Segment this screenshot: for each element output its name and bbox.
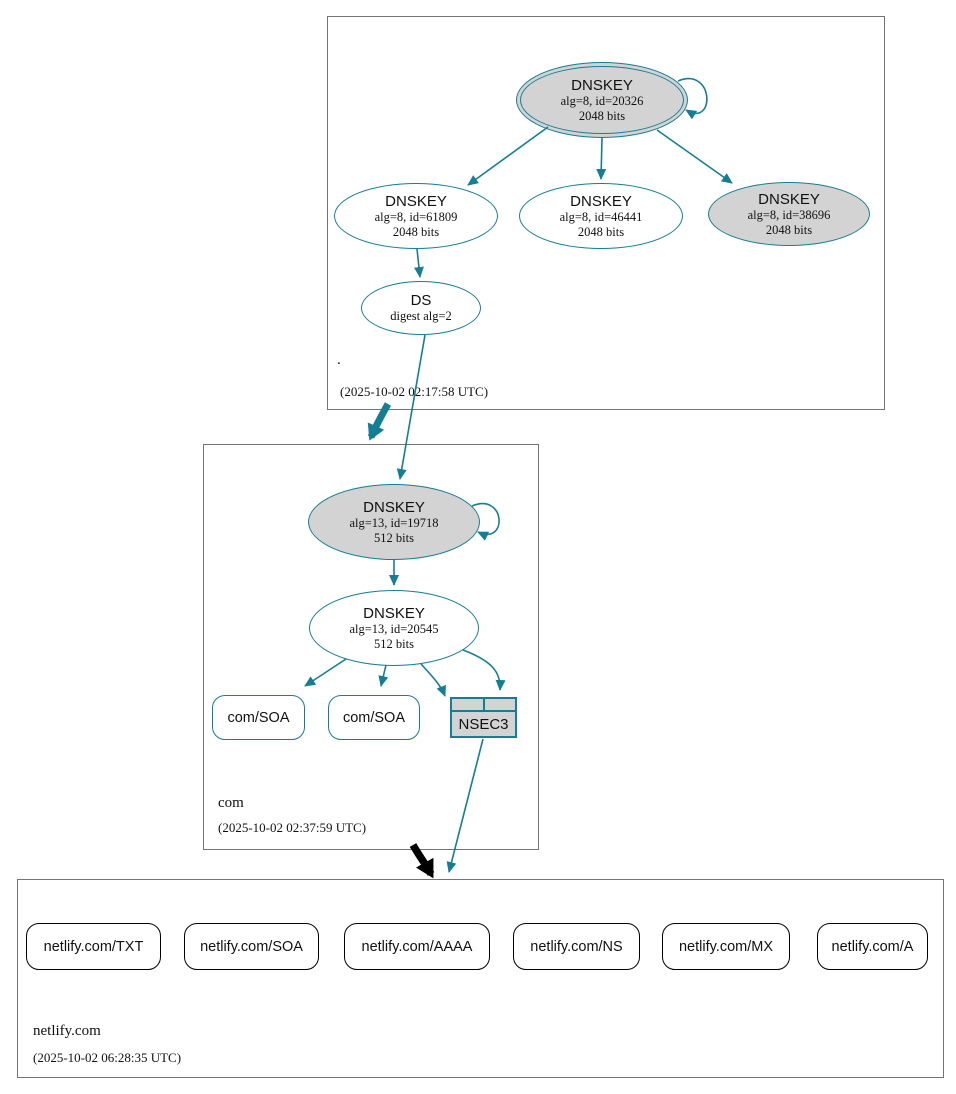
rrset-label: com/SOA bbox=[342, 709, 406, 726]
node-detail: digest alg=2 bbox=[390, 309, 452, 323]
node-title: DNSKEY bbox=[363, 604, 425, 622]
node-detail: alg=8, id=38696 bbox=[747, 207, 831, 222]
root-ksk-dnskey-node[interactable]: DNSKEY alg=8, id=20326 2048 bits bbox=[516, 62, 688, 138]
rrset-label: netlify.com/SOA bbox=[200, 938, 303, 955]
com-ksk-dnskey-node[interactable]: DNSKEY alg=13, id=19718 512 bits bbox=[308, 484, 480, 560]
node-detail: alg=8, id=61809 bbox=[374, 209, 458, 224]
netlify-txt-rrset-node[interactable]: netlify.com/TXT bbox=[26, 923, 161, 970]
rrset-label: netlify.com/MX bbox=[678, 938, 773, 955]
com-soa-rrset-node-1[interactable]: com/SOA bbox=[212, 695, 305, 740]
node-bits: 2048 bits bbox=[765, 222, 813, 237]
root-zone-timestamp: (2025-10-02 02:17:58 UTC) bbox=[340, 384, 489, 399]
node-title: DNSKEY bbox=[385, 192, 447, 210]
root-dnskey-61809-node[interactable]: DNSKEY alg=8, id=61809 2048 bits bbox=[334, 183, 498, 249]
node-bits: 512 bits bbox=[374, 636, 414, 651]
root-ds-node[interactable]: DS digest alg=2 bbox=[361, 281, 481, 335]
netlify-mx-rrset-node[interactable]: netlify.com/MX bbox=[662, 923, 790, 970]
nsec3-header-cells bbox=[452, 699, 515, 712]
rrset-label: netlify.com/AAAA bbox=[361, 938, 473, 955]
node-detail: alg=8, id=20326 bbox=[560, 93, 644, 108]
rrset-label: netlify.com/TXT bbox=[43, 938, 144, 955]
node-title: DNSKEY bbox=[571, 76, 633, 94]
com-zone-timestamp: (2025-10-02 02:37:59 UTC) bbox=[218, 820, 367, 835]
nsec3-cell-left bbox=[452, 699, 485, 710]
com-zone-label: com bbox=[218, 795, 244, 811]
root-dnskey-38696-node[interactable]: DNSKEY alg=8, id=38696 2048 bits bbox=[708, 182, 870, 246]
netlify-ns-rrset-node[interactable]: netlify.com/NS bbox=[513, 923, 640, 970]
root-zone-label: . bbox=[337, 352, 341, 368]
node-title: DNSKEY bbox=[363, 498, 425, 516]
rrset-label: netlify.com/A bbox=[831, 938, 914, 955]
node-bits: 2048 bits bbox=[392, 224, 440, 239]
node-title: DNSKEY bbox=[758, 190, 820, 208]
rrset-label: com/SOA bbox=[227, 709, 290, 726]
netlify-zone-timestamp: (2025-10-02 06:28:35 UTC) bbox=[33, 1050, 182, 1065]
com-zsk-dnskey-node[interactable]: DNSKEY alg=13, id=20545 512 bits bbox=[309, 590, 479, 666]
root-dnskey-46441-node[interactable]: DNSKEY alg=8, id=46441 2048 bits bbox=[519, 183, 683, 249]
node-detail: alg=8, id=46441 bbox=[559, 209, 643, 224]
rrset-label: netlify.com/NS bbox=[530, 938, 623, 955]
com-nsec3-node[interactable]: NSEC3 bbox=[450, 697, 517, 738]
nsec3-cell-right bbox=[484, 699, 515, 710]
com-soa-rrset-node-2[interactable]: com/SOA bbox=[328, 695, 420, 740]
node-bits: 512 bits bbox=[374, 530, 414, 545]
root-zone-box bbox=[327, 16, 885, 410]
node-detail: alg=13, id=20545 bbox=[349, 621, 439, 636]
node-title: DNSKEY bbox=[570, 192, 632, 210]
node-title: DS bbox=[410, 292, 432, 309]
node-bits: 2048 bits bbox=[577, 224, 625, 239]
netlify-soa-rrset-node[interactable]: netlify.com/SOA bbox=[184, 923, 319, 970]
com-zone-box bbox=[203, 444, 539, 850]
netlify-zone-box bbox=[17, 879, 944, 1078]
netlify-aaaa-rrset-node[interactable]: netlify.com/AAAA bbox=[344, 923, 490, 970]
netlify-zone-label: netlify.com bbox=[33, 1023, 101, 1039]
netlify-a-rrset-node[interactable]: netlify.com/A bbox=[817, 923, 928, 970]
nsec3-label: NSEC3 bbox=[458, 715, 509, 733]
node-detail: alg=13, id=19718 bbox=[349, 515, 439, 530]
node-bits: 2048 bits bbox=[578, 108, 626, 123]
